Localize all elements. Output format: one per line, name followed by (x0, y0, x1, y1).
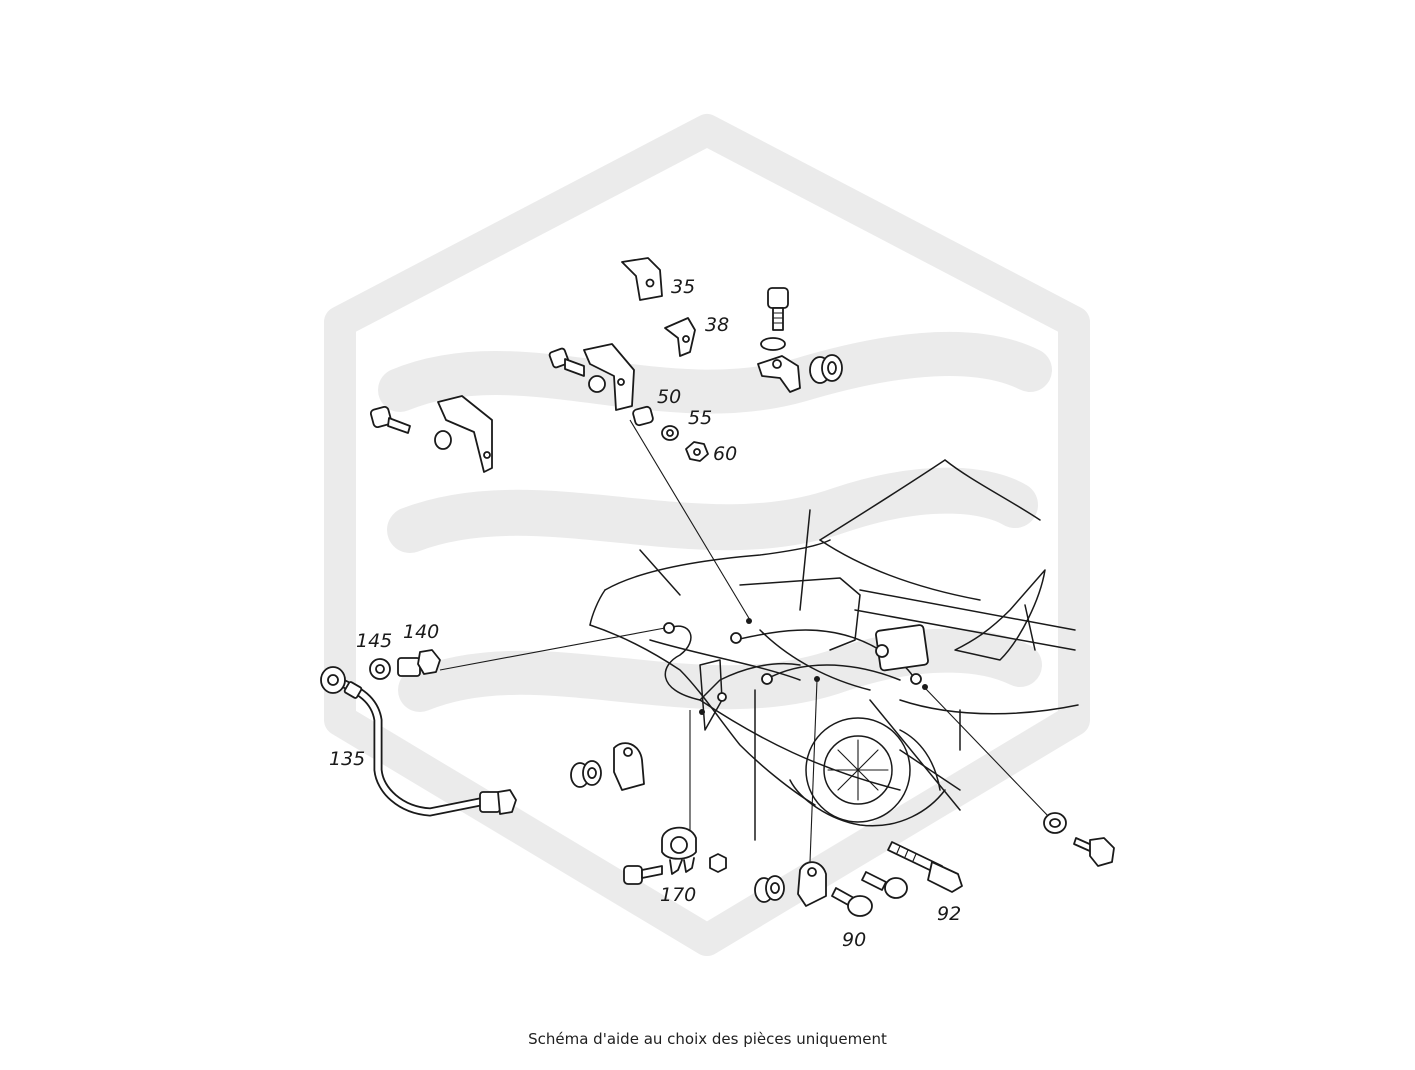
banjo-bolt-right[interactable] (1043, 812, 1115, 867)
watermark-wave-top (378, 331, 1052, 414)
leader-dot (814, 676, 820, 682)
callout-60: 60 (713, 443, 737, 465)
callout-135: 135 (329, 748, 365, 770)
part-60-nut[interactable] (685, 441, 709, 462)
part-38-bracket[interactable] (664, 317, 696, 357)
part-90-bolt[interactable] (831, 887, 873, 917)
leader-dot (922, 684, 928, 690)
car-body-outline (589, 459, 1079, 841)
watermark-logo (324, 114, 1090, 956)
part-140-banjo-bolt[interactable] (397, 649, 441, 677)
clip-pair-middle-lower[interactable] (754, 861, 827, 907)
callout-145: 145 (356, 630, 392, 652)
diagram-caption: Schéma d'aide au choix des pièces unique… (528, 1030, 887, 1048)
callout-35: 35 (671, 276, 695, 298)
part-35-bracket[interactable] (621, 257, 663, 301)
callout-50: 50 (657, 386, 681, 408)
callout-55: 55 (688, 407, 712, 429)
bracket-left[interactable] (369, 395, 493, 473)
clip-assembly-upper[interactable] (757, 287, 843, 393)
clip-pair-left-lower[interactable] (570, 742, 645, 791)
part-170-clamp-assembly[interactable] (623, 826, 727, 885)
part-92-long-bolt[interactable] (887, 841, 963, 893)
callout-90: 90 (842, 929, 866, 951)
part-135-brake-pipe[interactable] (320, 666, 517, 817)
callout-92: 92 (937, 903, 961, 925)
watermark-hexagon (324, 114, 1090, 956)
bolt-sleeve[interactable] (861, 871, 908, 899)
leader-lines (439, 419, 1051, 863)
callout-170: 170 (660, 884, 696, 906)
bracket-upper-middle[interactable] (548, 343, 635, 411)
part-55-washer[interactable] (661, 425, 679, 441)
callout-labels: 35 38 50 55 60 145 140 135 170 90 92 (329, 276, 961, 951)
callout-140: 140 (403, 621, 439, 643)
callout-38: 38 (705, 314, 729, 336)
leader-dot (699, 709, 705, 715)
part-50-bushing[interactable] (632, 405, 654, 427)
watermark-wave-bottom (398, 628, 1042, 712)
part-145-washer[interactable] (369, 658, 391, 680)
brake-lines (663, 622, 929, 702)
watermark-wave-middle (387, 467, 1038, 553)
leader-dot (746, 618, 752, 624)
